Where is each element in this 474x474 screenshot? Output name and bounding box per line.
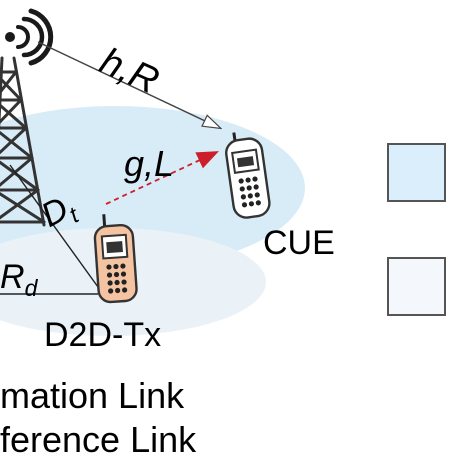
label-rd-sub: d — [24, 275, 38, 301]
label-rd: Rd — [0, 258, 37, 300]
legend-label-interference: ference Link — [0, 419, 197, 460]
signal-waves-icon — [5, 8, 54, 66]
tower-icon — [0, 56, 46, 227]
phone-icon — [93, 214, 138, 304]
legend-swatch-interference — [387, 257, 446, 316]
label-g-l: g,L — [124, 143, 175, 184]
label-rd-main: R — [0, 258, 25, 296]
legend-label-information: mation Link — [0, 375, 185, 416]
distance-dt-line — [9, 164, 99, 288]
label-cue: CUE — [263, 224, 335, 262]
phone-icon — [225, 132, 271, 219]
information-link-arrow — [37, 41, 220, 128]
legend-swatch-information — [387, 143, 446, 202]
label-d2d-tx: D2D-Tx — [44, 316, 162, 354]
interference-link-arrow — [105, 151, 219, 205]
